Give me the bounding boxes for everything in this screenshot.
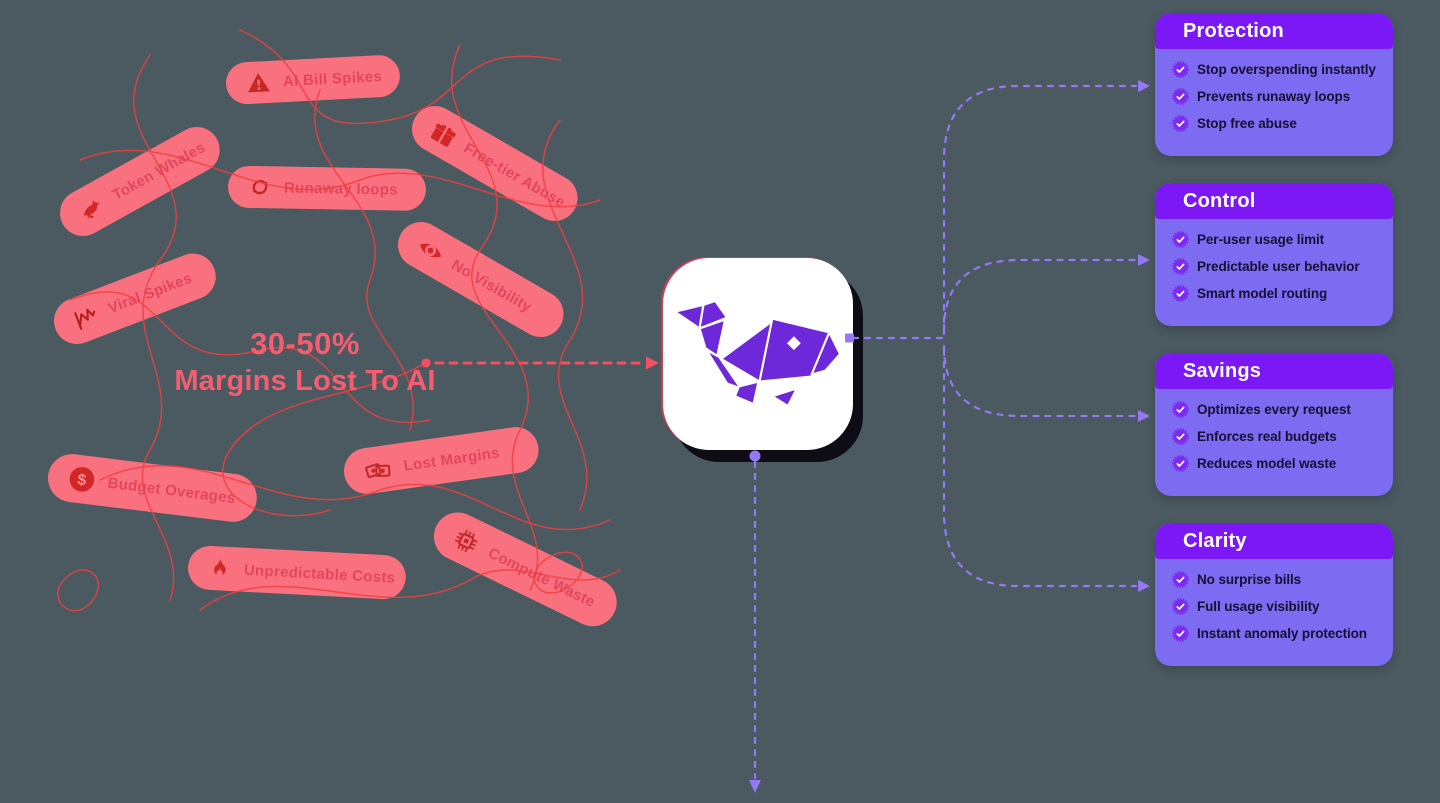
check-badge-icon [1172, 115, 1189, 132]
check-badge-icon [1172, 625, 1189, 642]
card-clarity: Clarity No surprise bills Full usage vis… [1155, 523, 1393, 666]
card-title: Protection [1183, 19, 1284, 42]
card-savings: Savings Optimizes every request Enforces… [1155, 353, 1393, 496]
headline-line1: 30-50% [250, 326, 360, 361]
check-badge-icon [1172, 258, 1189, 275]
svg-text:$: $ [76, 471, 87, 489]
card-item-label: Stop free abuse [1197, 116, 1297, 131]
arrowhead-icon [1138, 254, 1150, 266]
red-arrowhead-icon [646, 356, 659, 370]
flame-icon [214, 558, 226, 577]
card-header: Control [1155, 183, 1393, 219]
eye-icon [419, 243, 442, 258]
loop-icon [252, 180, 268, 195]
card-title: Savings [1183, 359, 1262, 382]
check-badge-icon [1172, 455, 1189, 472]
chart-spike-icon [74, 308, 96, 330]
pill-label: Lost Margins [402, 443, 501, 475]
card-item-label: Prevents runaway loops [1197, 89, 1351, 104]
card-item-label: Reduces model waste [1197, 456, 1337, 471]
cash-icon [364, 463, 391, 479]
card-title: Clarity [1183, 529, 1247, 552]
card-control: Control Per-user usage limit Predictable… [1155, 183, 1393, 326]
card-item: Instant anomaly protection [1172, 625, 1385, 642]
pill-label: Token Whales [109, 138, 209, 204]
card-header: Savings [1155, 353, 1393, 389]
card-header: Protection [1155, 13, 1393, 49]
pain-point-pill: Unpredictable Costs [186, 544, 407, 601]
pill-label: Free-tier Abuse [461, 139, 569, 211]
check-badge-icon [1172, 285, 1189, 302]
pain-point-pill: AI Bill Spikes [224, 54, 401, 106]
chip-icon [455, 529, 478, 552]
card-item: Full usage visibility [1172, 598, 1385, 615]
check-badge-icon [1172, 88, 1189, 105]
warning-icon [248, 72, 270, 92]
arrowhead-icon [1138, 80, 1150, 92]
card-item-label: Smart model routing [1197, 286, 1328, 301]
card-item: No surprise bills [1172, 571, 1385, 588]
check-badge-icon [1172, 428, 1189, 445]
card-item-label: Predictable user behavior [1197, 259, 1360, 274]
pain-point-pill: Compute Waste [425, 504, 625, 635]
card-item: Optimizes every request [1172, 401, 1385, 418]
pain-point-pill: Token Whales [51, 118, 228, 245]
card-item: Prevents runaway loops [1172, 88, 1385, 105]
pain-point-pill: Free-tier Abuse [403, 97, 586, 230]
card-item-label: Optimizes every request [1197, 402, 1351, 417]
card-title: Control [1183, 189, 1256, 212]
pill-label: Viral Spikes [105, 269, 195, 317]
card-item-label: Full usage visibility [1197, 599, 1320, 614]
card-item: Reduces model waste [1172, 455, 1385, 472]
origami-whale-logo [673, 299, 842, 408]
arrowhead-icon [1138, 410, 1150, 422]
pain-point-pill: $ Budget Overages [45, 451, 260, 525]
card-item: Smart model routing [1172, 285, 1385, 302]
pill-label: Compute Waste [485, 544, 598, 611]
pain-point-pill: No Visibility [389, 213, 572, 346]
gift-icon [430, 123, 456, 147]
connector-to-control [942, 258, 1138, 332]
hub-bottom-port [749, 450, 761, 462]
pill-label: Budget Overages [106, 474, 237, 507]
arrowhead-down-icon [749, 780, 761, 793]
connector-to-protection [942, 84, 1138, 336]
pill-label: Unpredictable Costs [243, 561, 396, 587]
card-item: Enforces real budgets [1172, 428, 1385, 445]
check-badge-icon [1172, 61, 1189, 78]
dollar-icon: $ [69, 467, 95, 492]
pill-label: No Visibility [448, 256, 535, 316]
card-item-label: No surprise bills [1197, 572, 1302, 587]
whale-eye [786, 336, 801, 351]
check-badge-icon [1172, 231, 1189, 248]
pill-label: Runaway loops [283, 179, 399, 199]
arrowhead-icon [1138, 580, 1150, 592]
card-item: Stop overspending instantly [1172, 61, 1385, 78]
card-item: Predictable user behavior [1172, 258, 1385, 275]
card-item-label: Instant anomaly protection [1197, 626, 1367, 641]
connector-to-clarity [942, 348, 1138, 588]
headline-line2: Margins Lost To AI [174, 365, 436, 397]
headline: 30-50% Margins Lost To AI [150, 328, 460, 396]
check-badge-icon [1172, 571, 1189, 588]
card-header: Clarity [1155, 523, 1393, 559]
card-item-label: Per-user usage limit [1197, 232, 1325, 247]
check-badge-icon [1172, 598, 1189, 615]
pain-point-pill: Runaway loops [227, 165, 427, 212]
pill-label: AI Bill Spikes [282, 67, 383, 90]
hub-logo-tile [663, 258, 853, 450]
card-item: Stop free abuse [1172, 115, 1385, 132]
pain-point-pill: Lost Margins [341, 424, 542, 497]
check-badge-icon [1172, 401, 1189, 418]
whale-icon [83, 200, 100, 219]
card-protection: Protection Stop overspending instantly P… [1155, 13, 1393, 156]
card-item-label: Stop overspending instantly [1197, 62, 1376, 77]
card-item-label: Enforces real budgets [1197, 429, 1337, 444]
connector-to-savings [942, 344, 1138, 418]
card-item: Per-user usage limit [1172, 231, 1385, 248]
